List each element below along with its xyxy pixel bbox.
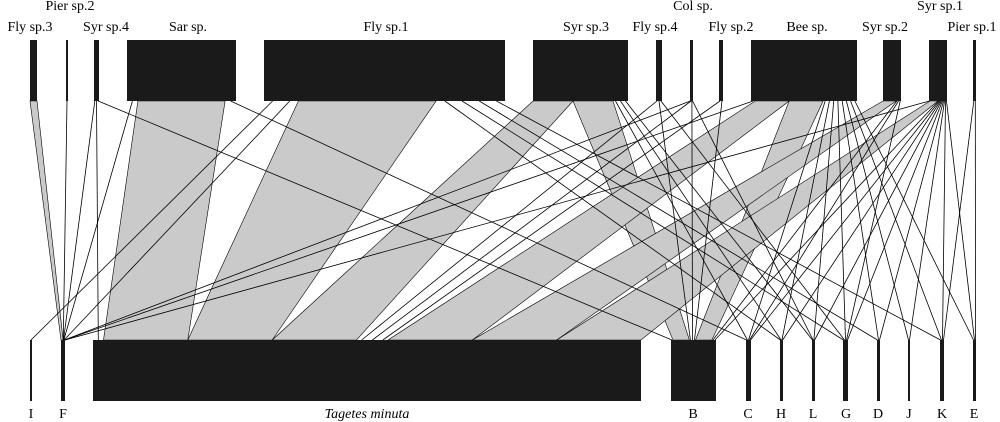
link-syr-sp-4-to-f	[63, 100, 96, 341]
link-syr-sp-1-to-f	[64, 100, 930, 341]
lower-label-c: C	[743, 407, 752, 422]
link-syr-sp-3-to-h	[620, 100, 782, 341]
species-blocks	[30, 40, 976, 401]
link-fly-sp-1-to-i	[30, 100, 273, 341]
link-bee-sp-to-h	[781, 100, 830, 341]
link-syr-sp-1-to-j	[909, 100, 945, 341]
link-syr-sp-3-to-l	[625, 100, 813, 341]
lower-label-k: K	[937, 407, 947, 422]
lower-label-e: E	[970, 407, 979, 422]
lower-block-h	[780, 340, 783, 401]
upper-label-syr-sp-2: Syr sp.2	[862, 20, 908, 35]
link-bee-sp-to-f	[64, 100, 754, 341]
lower-label-f: F	[59, 407, 67, 422]
link-pier-sp-2-to-f	[62, 100, 68, 341]
link-col-sp-to-f	[64, 100, 691, 341]
lower-block-f	[61, 340, 65, 401]
upper-block-fly-sp-4	[656, 40, 662, 101]
lower-label-d: D	[873, 407, 883, 422]
link-syr-sp-1-to-b	[714, 100, 939, 341]
link-syr-sp-4-to-tagetes-minuta	[96, 100, 99, 341]
link-syr-sp-2-to-b	[712, 100, 898, 341]
upper-label-fly-sp-1: Fly sp.1	[363, 20, 408, 35]
link-bee-sp-to-j	[846, 100, 909, 341]
upper-block-syr-sp-4	[94, 40, 99, 101]
link-col-sp-to-b	[691, 100, 693, 341]
lower-label-i: I	[29, 407, 34, 422]
lower-label-b: B	[688, 407, 697, 422]
upper-block-syr-sp-1	[929, 40, 947, 101]
lower-block-g	[843, 340, 848, 401]
link-fly-sp-2-to-tagetes-minuta	[382, 100, 721, 341]
link-syr-sp-1-to-l	[814, 100, 942, 341]
upper-label-fly-sp-2: Fly sp.2	[708, 20, 753, 35]
upper-label-pier-sp-2: Pier sp.2	[46, 0, 95, 14]
link-fly-sp-1-to-d	[478, 100, 878, 341]
link-syr-sp-2-to-c	[749, 100, 899, 341]
upper-block-pier-sp-2	[66, 40, 68, 101]
lower-block-l	[812, 340, 815, 401]
link-fly-sp-1-to-f	[63, 100, 291, 341]
upper-block-bee-sp	[751, 40, 857, 101]
link-fly-sp-1-to-g	[461, 100, 844, 341]
lower-block-d	[877, 340, 880, 401]
link-syr-sp-4-to-b	[98, 100, 673, 341]
lower-block-b	[671, 340, 716, 401]
link-bee-sp-to-c	[748, 100, 826, 341]
upper-label-bee-sp: Bee sp.	[786, 20, 827, 35]
upper-label-fly-sp-4: Fly sp.4	[632, 20, 677, 35]
upper-block-syr-sp-2	[883, 40, 901, 101]
upper-block-pier-sp-1	[973, 40, 976, 101]
link-syr-sp-1-to-h	[782, 100, 941, 341]
lower-label-l: L	[809, 407, 818, 422]
link-syr-sp-2-to-g	[846, 100, 901, 341]
link-syr-sp-1-to-e	[946, 100, 975, 341]
link-fly-sp-4-to-tagetes-minuta	[361, 100, 658, 341]
upper-block-fly-sp-2	[719, 40, 723, 101]
lower-label-tagetes-minuta: Tagetes minuta	[325, 407, 410, 422]
link-fly-sp-1-to-h	[444, 100, 781, 341]
upper-block-fly-sp-3	[30, 40, 37, 101]
upper-label-pier-sp-1: Pier sp.1	[948, 20, 997, 35]
lower-block-k	[940, 340, 944, 401]
upper-block-fly-sp-1	[264, 40, 505, 101]
link-syr-sp-1-to-d	[879, 100, 944, 341]
link-bee-sp-to-d	[841, 100, 879, 341]
lower-label-g: G	[841, 407, 851, 422]
lower-block-tagetes-minuta	[93, 340, 641, 401]
upper-label-sar-sp: Sar sp.	[169, 20, 207, 35]
link-pier-sp-1-to-k	[943, 100, 975, 341]
interaction-links	[29, 100, 976, 341]
link-bee-sp-to-e	[854, 100, 974, 341]
lower-label-h: H	[776, 407, 786, 422]
link-bee-sp-to-g	[837, 100, 846, 341]
link-col-sp-to-l	[692, 100, 814, 341]
link-sar-sp-to-f	[63, 100, 133, 341]
lower-block-j	[908, 340, 910, 401]
upper-block-sar-sp	[127, 40, 236, 101]
link-syr-sp-1-to-g	[847, 100, 943, 341]
link-syr-sp-1-to-c	[750, 100, 940, 341]
lower-block-i	[30, 340, 32, 401]
lower-label-j: J	[906, 407, 912, 422]
upper-block-col-sp	[690, 40, 693, 101]
link-sar-sp-to-c	[230, 100, 747, 341]
link-fly-sp-3-to-f	[29, 100, 64, 341]
upper-label-fly-sp-3: Fly sp.3	[7, 20, 52, 35]
upper-label-syr-sp-4: Syr sp.4	[83, 20, 129, 35]
lower-block-c	[746, 340, 751, 401]
link-syr-sp-1-to-k	[942, 100, 946, 341]
upper-label-syr-sp-1: Syr sp.1	[917, 0, 963, 14]
upper-block-syr-sp-3	[533, 40, 628, 101]
upper-label-syr-sp-3: Syr sp.3	[563, 20, 609, 35]
upper-label-col-sp: Col sp.	[673, 0, 713, 14]
link-fly-sp-2-to-b	[694, 100, 723, 341]
lower-block-e	[973, 340, 976, 401]
